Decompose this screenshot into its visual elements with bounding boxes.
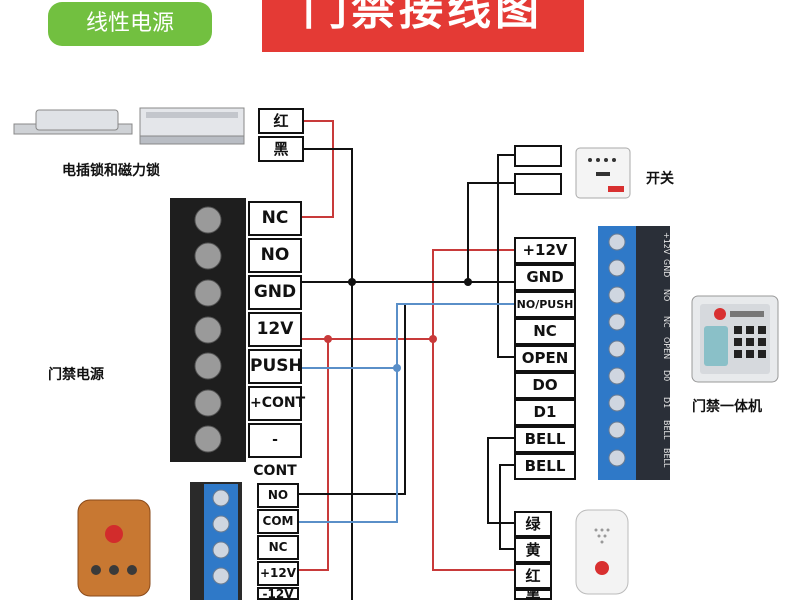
access-terminal-12v: +12V — [514, 237, 576, 264]
psu-label: 门禁电源 — [48, 367, 104, 383]
power-terminal-block-icon — [170, 198, 246, 462]
access-terminal-nc: NC — [514, 318, 576, 345]
wire-lock-red — [302, 120, 334, 218]
wire-gnd-up — [467, 182, 515, 282]
access-terminal-strip-icon — [598, 226, 670, 480]
switch-label: 开关 — [646, 171, 674, 187]
wire-12v — [302, 249, 515, 340]
device-strip-labels: +12V GND NO NC OPEN D0 D1 BELL BELL — [637, 226, 671, 480]
device-label-bell-2: BELL — [662, 448, 671, 468]
device-label-no: NO — [662, 289, 671, 302]
wire-push-remote — [298, 368, 398, 523]
lock-terminal-red: 红 — [258, 108, 304, 134]
bell-terminal-green: 绿 — [514, 511, 552, 537]
access-terminal-open: OPEN — [514, 345, 576, 372]
device-label-d0: D0 — [662, 370, 671, 382]
diagram-banner: 门禁接线图 — [262, 0, 584, 52]
electric-lock-icon — [13, 107, 245, 145]
bell-terminal-yellow: 黄 — [514, 537, 552, 563]
remote-control-icon — [77, 499, 151, 597]
device-label-gnd: GND — [662, 259, 671, 278]
device-label-open: OPEN — [662, 337, 671, 360]
junction-push — [393, 364, 401, 372]
psu-terminal-plus-cont: +CONT — [248, 386, 305, 421]
access-terminal-no-push: NO/PUSH — [514, 291, 576, 318]
bell-terminal-red: 红 — [514, 563, 552, 589]
psu-terminal-nc: NC — [248, 201, 302, 236]
lock-terminal-black: 黑 — [258, 136, 304, 162]
wire-bell-green — [487, 437, 515, 524]
wire-bell-yellow — [499, 464, 515, 550]
wire-push — [298, 303, 515, 369]
wire-12v-bell — [432, 339, 515, 571]
device-label-12v: +12V — [662, 232, 671, 255]
wire-open — [497, 154, 515, 358]
junction-12v-2 — [429, 335, 437, 343]
access-keypad-icon — [691, 295, 779, 383]
lock-label: 电插锁和磁力锁 — [62, 163, 160, 179]
wire-12v-remote — [298, 339, 329, 571]
junction-12v — [324, 335, 332, 343]
doorbell-icon — [575, 509, 629, 595]
wire-nc-remote — [298, 303, 515, 495]
remote-terminal-com: COM — [257, 509, 299, 534]
wire-lock-black — [302, 148, 353, 600]
access-terminal-bell-1: BELL — [514, 426, 576, 453]
junction-gnd-2 — [464, 278, 472, 286]
access-terminal-do: DO — [514, 372, 576, 399]
junction-gnd — [348, 278, 356, 286]
switch-terminal-1 — [514, 145, 562, 167]
access-terminal-bell-2: BELL — [514, 453, 576, 480]
remote-receiver-terminal-icon — [190, 482, 242, 600]
remote-terminal-nc: NC — [257, 535, 299, 560]
device-label-bell-1: BELL — [662, 420, 671, 440]
exit-button-icon — [575, 147, 631, 199]
psu-terminal-no: NO — [248, 238, 302, 273]
remote-terminal-minus-12v: -12V — [257, 587, 299, 600]
psu-terminal-12v: 12V — [248, 312, 302, 347]
psu-terminal-push: PUSH — [248, 349, 303, 384]
device-label-d1: D1 — [662, 397, 671, 409]
diagram-title: 门禁接线图 — [303, 0, 543, 35]
remote-terminal-plus-12v: +12V — [257, 561, 299, 586]
remote-terminal-no: NO — [257, 483, 299, 508]
access-label: 门禁一体机 — [692, 399, 762, 415]
bell-terminal-black: 黑 — [514, 589, 552, 600]
switch-terminal-2 — [514, 173, 562, 195]
title-badge: 线性电源 — [48, 2, 212, 46]
psu-terminal-gnd: GND — [248, 275, 302, 310]
access-terminal-d1: D1 — [514, 399, 576, 426]
access-terminal-gnd: GND — [514, 264, 576, 291]
psu-terminal-minus-cont: - CONT — [248, 423, 302, 479]
device-label-nc: NC — [662, 316, 671, 328]
